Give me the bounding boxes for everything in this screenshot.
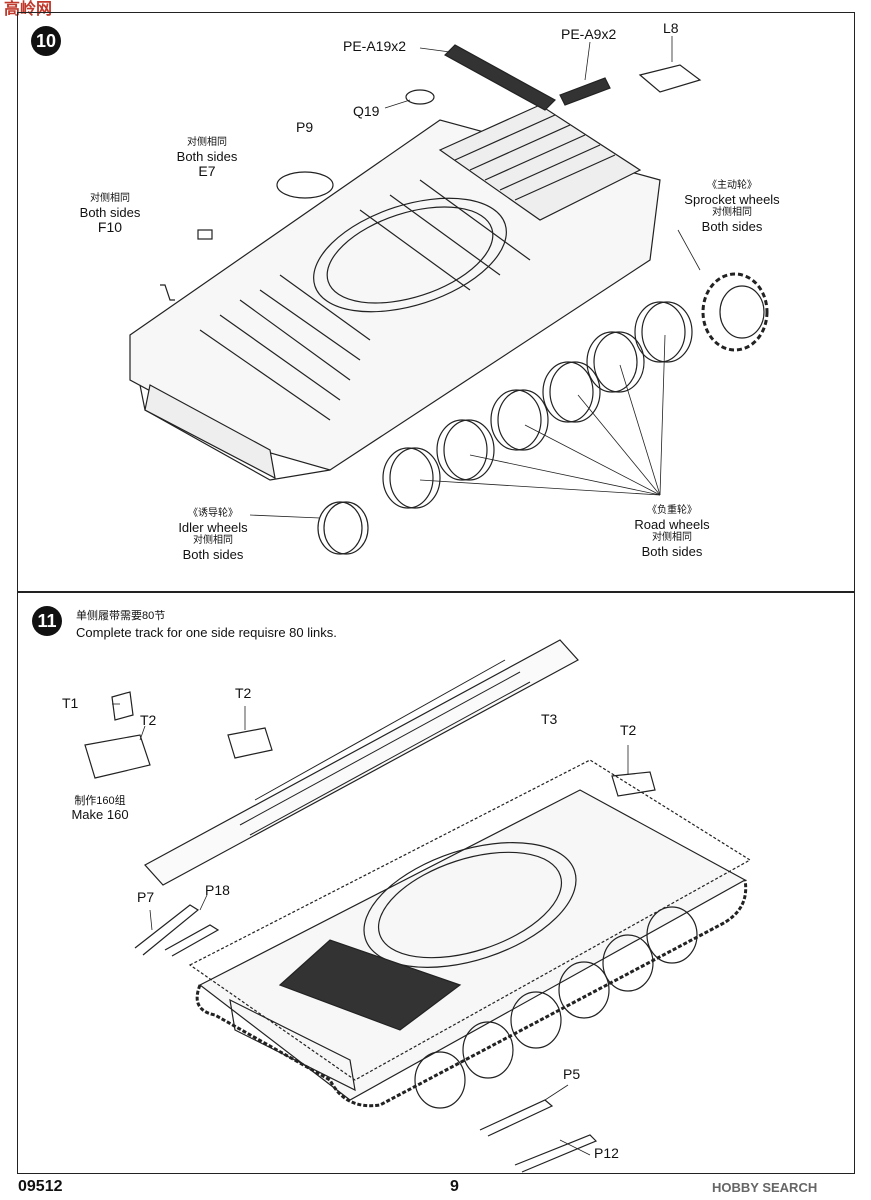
label-make-group: 制作160组 Make 160 bbox=[71, 795, 128, 822]
label-p7: P7 bbox=[137, 889, 155, 905]
label-idler-cn2: 对侧相同 bbox=[193, 535, 233, 546]
watermark-logo: 高岭网 bbox=[4, 1, 53, 18]
road-wheels-step10 bbox=[382, 301, 693, 509]
label-idler-cn: 《诱导轮》 bbox=[188, 508, 238, 519]
label-idler-en2: Both sides bbox=[182, 547, 244, 562]
label-sprocket-en2: Both sides bbox=[701, 219, 763, 234]
fender-parts bbox=[134, 904, 598, 1173]
hull-drawing bbox=[129, 44, 702, 481]
label-e7-group: 对侧相同 Both sides E7 bbox=[177, 137, 238, 179]
label-road-cn: 《负重轮》 bbox=[647, 505, 697, 516]
label-idler-en: Idler wheels bbox=[178, 520, 248, 535]
label-road-en: Road wheels bbox=[634, 517, 710, 532]
label-t3: T3 bbox=[541, 711, 558, 727]
label-sprocket-en: Sprocket wheels bbox=[684, 192, 780, 207]
step-11-title-en: Complete track for one side requisre 80 … bbox=[76, 625, 337, 640]
sprocket-wheel bbox=[701, 272, 769, 352]
label-idler-group: 《诱导轮》 Idler wheels 对侧相同 Both sides bbox=[178, 508, 247, 562]
label-road-cn2: 对侧相同 bbox=[652, 532, 692, 543]
label-t1: T1 bbox=[62, 695, 79, 711]
label-f10-en: Both sides bbox=[79, 205, 141, 220]
label-e7-en: Both sides bbox=[176, 149, 238, 164]
track-sprue bbox=[144, 639, 579, 886]
completed-tank bbox=[188, 759, 752, 1109]
label-make-cn: 制作160组 bbox=[74, 795, 126, 807]
label-t2-c: T2 bbox=[620, 722, 637, 738]
label-q19: Q19 bbox=[353, 103, 380, 119]
step-11-badge: 11 bbox=[32, 606, 62, 636]
label-p18: P18 bbox=[205, 882, 230, 898]
label-l8: L8 bbox=[663, 20, 679, 36]
label-t2-a: T2 bbox=[140, 712, 157, 728]
idler-wheel bbox=[317, 501, 369, 555]
label-road-en2: Both sides bbox=[641, 544, 703, 559]
label-sprocket-cn: 《主动轮》 bbox=[706, 180, 757, 191]
label-e7-cn: 对侧相同 bbox=[186, 137, 227, 148]
label-road-group: 《负重轮》 Road wheels 对侧相同 Both sides bbox=[634, 505, 709, 559]
label-e7: E7 bbox=[198, 163, 216, 179]
label-make-en: Make 160 bbox=[71, 807, 129, 822]
step-11-title-cn: 单侧履带需要80节 bbox=[76, 610, 166, 622]
step-10-badge: 10 bbox=[31, 26, 61, 56]
label-p12: P12 bbox=[594, 1145, 619, 1161]
label-f10-cn: 对侧相同 bbox=[89, 193, 130, 204]
label-f10: F10 bbox=[97, 219, 123, 235]
label-f10-group: 对侧相同 Both sides F10 bbox=[80, 193, 141, 235]
label-sprocket-cn2: 对侧相同 bbox=[711, 207, 752, 218]
step-10-panel bbox=[17, 12, 855, 592]
label-p9: P9 bbox=[296, 119, 314, 135]
label-sprocket-group: 《主动轮》 Sprocket wheels 对侧相同 Both sides bbox=[684, 180, 779, 234]
track-parts bbox=[84, 691, 656, 797]
product-code: 09512 bbox=[18, 1178, 63, 1195]
label-t2-b: T2 bbox=[235, 685, 252, 701]
page-number: 9 bbox=[450, 1178, 459, 1195]
watermark-hobby-search: HOBBY SEARCH bbox=[712, 1180, 818, 1195]
label-pe-a19: PE-A19x2 bbox=[343, 38, 407, 54]
label-pe-a9: PE-A9x2 bbox=[561, 26, 617, 42]
label-p5: P5 bbox=[563, 1066, 581, 1082]
step-11-panel bbox=[17, 592, 855, 1174]
